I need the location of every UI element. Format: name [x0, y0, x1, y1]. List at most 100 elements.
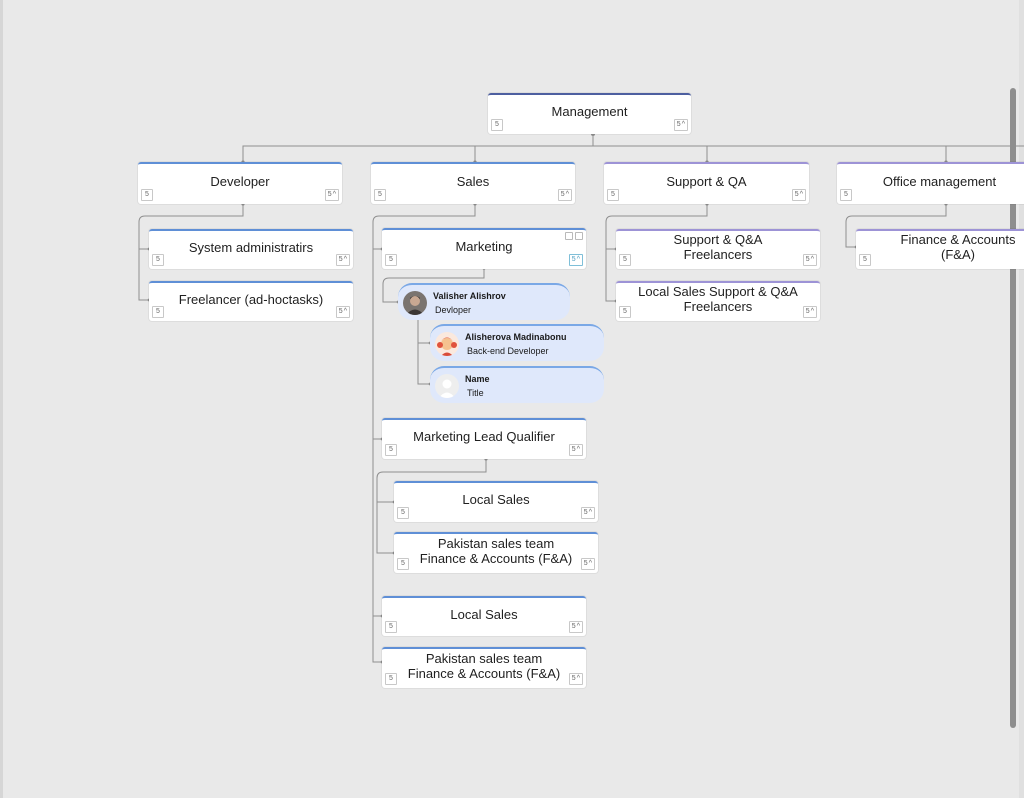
- member-count-badge: 5: [385, 673, 397, 685]
- vertical-scrollbar[interactable]: [1010, 88, 1016, 728]
- member-count-badge: 5: [374, 189, 386, 201]
- member-count-badge: 5: [840, 189, 852, 201]
- member-count-badge: 5: [859, 254, 871, 266]
- child-count: 5: [571, 623, 576, 630]
- node-management[interactable]: Management 5 5^: [488, 93, 691, 134]
- collapse-button[interactable]: 5^: [802, 306, 817, 318]
- collapse-button[interactable]: 5^: [802, 254, 817, 266]
- collapse-button[interactable]: 5^: [568, 621, 583, 633]
- node-local-sales-2[interactable]: Local Sales 5 5^: [382, 596, 586, 636]
- member-count-badge: 5: [385, 254, 397, 266]
- node-title: Freelancer (ad-hoctasks): [178, 291, 324, 307]
- child-count: 5: [676, 121, 681, 128]
- person-name: Name: [465, 374, 490, 384]
- chevron-up-icon: ^: [681, 120, 685, 128]
- node-developer[interactable]: Developer 5 5^: [138, 162, 342, 204]
- child-count: 5: [583, 560, 588, 567]
- member-count-badge: 5: [385, 444, 397, 456]
- collapse-button[interactable]: 5^: [791, 189, 806, 201]
- member-count-badge: 5: [152, 254, 164, 266]
- node-title: Finance & Accounts (F&A): [900, 232, 1016, 262]
- chevron-up-icon: ^: [343, 255, 347, 263]
- child-count: 5: [805, 308, 810, 315]
- member-count-badge: 5: [152, 306, 164, 318]
- person-name: Alisherova Madinabonu: [465, 332, 567, 342]
- node-title: Marketing Lead Qualifier: [413, 429, 555, 444]
- collapse-button[interactable]: 5^: [324, 189, 339, 201]
- node-title: Developer: [210, 173, 270, 189]
- node-title: Support & QA: [666, 173, 747, 189]
- node-local-sales-support[interactable]: Local Sales Support & Q&A Freelancers 5 …: [616, 281, 820, 321]
- avatar-photo-icon: [403, 291, 427, 315]
- child-count: 5: [560, 191, 565, 198]
- collapse-button[interactable]: 5^: [568, 673, 583, 685]
- node-freelancer-adhoc[interactable]: Freelancer (ad-hoctasks) 5 5^: [149, 281, 353, 321]
- child-count: 5: [327, 191, 332, 198]
- node-title: Office management: [882, 173, 997, 189]
- member-count-badge: 5: [607, 189, 619, 201]
- person-card-placeholder[interactable]: Name Title: [430, 366, 604, 403]
- child-count: 5: [571, 256, 576, 263]
- sort-icon[interactable]: [565, 232, 573, 240]
- node-marketing-lead-qualifier[interactable]: Marketing Lead Qualifier 5 5^: [382, 418, 586, 459]
- node-pakistan-sales-2[interactable]: Pakistan sales team Finance & Accounts (…: [382, 647, 586, 688]
- member-count-badge: 5: [619, 254, 631, 266]
- node-title: Pakistan sales team Finance & Accounts (…: [407, 650, 561, 681]
- collapse-button[interactable]: 5^: [568, 444, 583, 456]
- node-support-qa[interactable]: Support & QA 5 5^: [604, 162, 809, 204]
- chevron-up-icon: ^: [576, 445, 580, 453]
- node-system-admin[interactable]: System administratirs 5 5^: [149, 229, 353, 269]
- child-count: 5: [583, 509, 588, 516]
- chevron-up-icon: ^: [810, 307, 814, 315]
- node-title: Sales: [456, 173, 490, 189]
- child-count: 5: [571, 675, 576, 682]
- node-support-qa-freelancers[interactable]: Support & Q&A Freelancers 5 5^: [616, 229, 820, 269]
- collapse-button[interactable]: 5^: [580, 558, 595, 570]
- node-title: Local Sales Support & Q&A Freelancers: [638, 284, 798, 314]
- member-count-badge: 5: [141, 189, 153, 201]
- node-title: Local Sales: [462, 492, 530, 507]
- person-role: Back-end Developer: [467, 346, 549, 356]
- collapse-button[interactable]: 5^: [557, 189, 572, 201]
- node-title: System administratirs: [188, 239, 314, 255]
- child-count: 5: [571, 446, 576, 453]
- collapse-button[interactable]: 5^: [568, 254, 583, 266]
- chevron-up-icon: ^: [343, 307, 347, 315]
- node-finance-accounts[interactable]: Finance & Accounts (F&A) 5: [856, 229, 1024, 269]
- person-card-valisher[interactable]: Valisher Alishrov Devloper: [398, 283, 570, 320]
- chevron-up-icon: ^: [588, 508, 592, 516]
- chevron-up-icon: ^: [810, 255, 814, 263]
- node-marketing[interactable]: Marketing 5 5^: [382, 228, 586, 269]
- node-office-management[interactable]: Office management 5: [837, 162, 1024, 204]
- node-sales[interactable]: Sales 5 5^: [371, 162, 575, 204]
- canvas-left-border: [0, 0, 3, 798]
- collapse-button[interactable]: 5^: [673, 119, 688, 131]
- chevron-up-icon: ^: [332, 190, 336, 198]
- menu-icon[interactable]: [575, 232, 583, 240]
- chevron-up-icon: ^: [576, 255, 580, 263]
- member-count-badge: 5: [397, 507, 409, 519]
- node-title: Pakistan sales team Finance & Accounts (…: [419, 535, 573, 566]
- node-local-sales-1[interactable]: Local Sales 5 5^: [394, 481, 598, 522]
- chevron-up-icon: ^: [565, 190, 569, 198]
- node-title: Support & Q&A Freelancers: [673, 232, 763, 262]
- child-count: 5: [794, 191, 799, 198]
- child-count: 5: [338, 256, 343, 263]
- node-title: Marketing: [455, 239, 513, 254]
- chevron-up-icon: ^: [576, 674, 580, 682]
- collapse-button[interactable]: 5^: [580, 507, 595, 519]
- person-card-alisherova[interactable]: Alisherova Madinabonu Back-end Developer: [430, 324, 604, 361]
- node-pakistan-sales-1[interactable]: Pakistan sales team Finance & Accounts (…: [394, 532, 598, 573]
- collapse-button[interactable]: 5^: [335, 306, 350, 318]
- member-count-badge: 5: [397, 558, 409, 570]
- node-title: Management: [551, 104, 628, 119]
- child-count: 5: [338, 308, 343, 315]
- person-role: Devloper: [435, 305, 472, 315]
- member-count-badge: 5: [491, 119, 503, 131]
- chevron-up-icon: ^: [799, 190, 803, 198]
- person-name: Valisher Alishrov: [433, 291, 506, 301]
- person-role: Title: [467, 388, 484, 398]
- collapse-button[interactable]: 5^: [335, 254, 350, 266]
- avatar-illustration-icon: [435, 332, 459, 356]
- canvas-right-border: [1019, 0, 1024, 798]
